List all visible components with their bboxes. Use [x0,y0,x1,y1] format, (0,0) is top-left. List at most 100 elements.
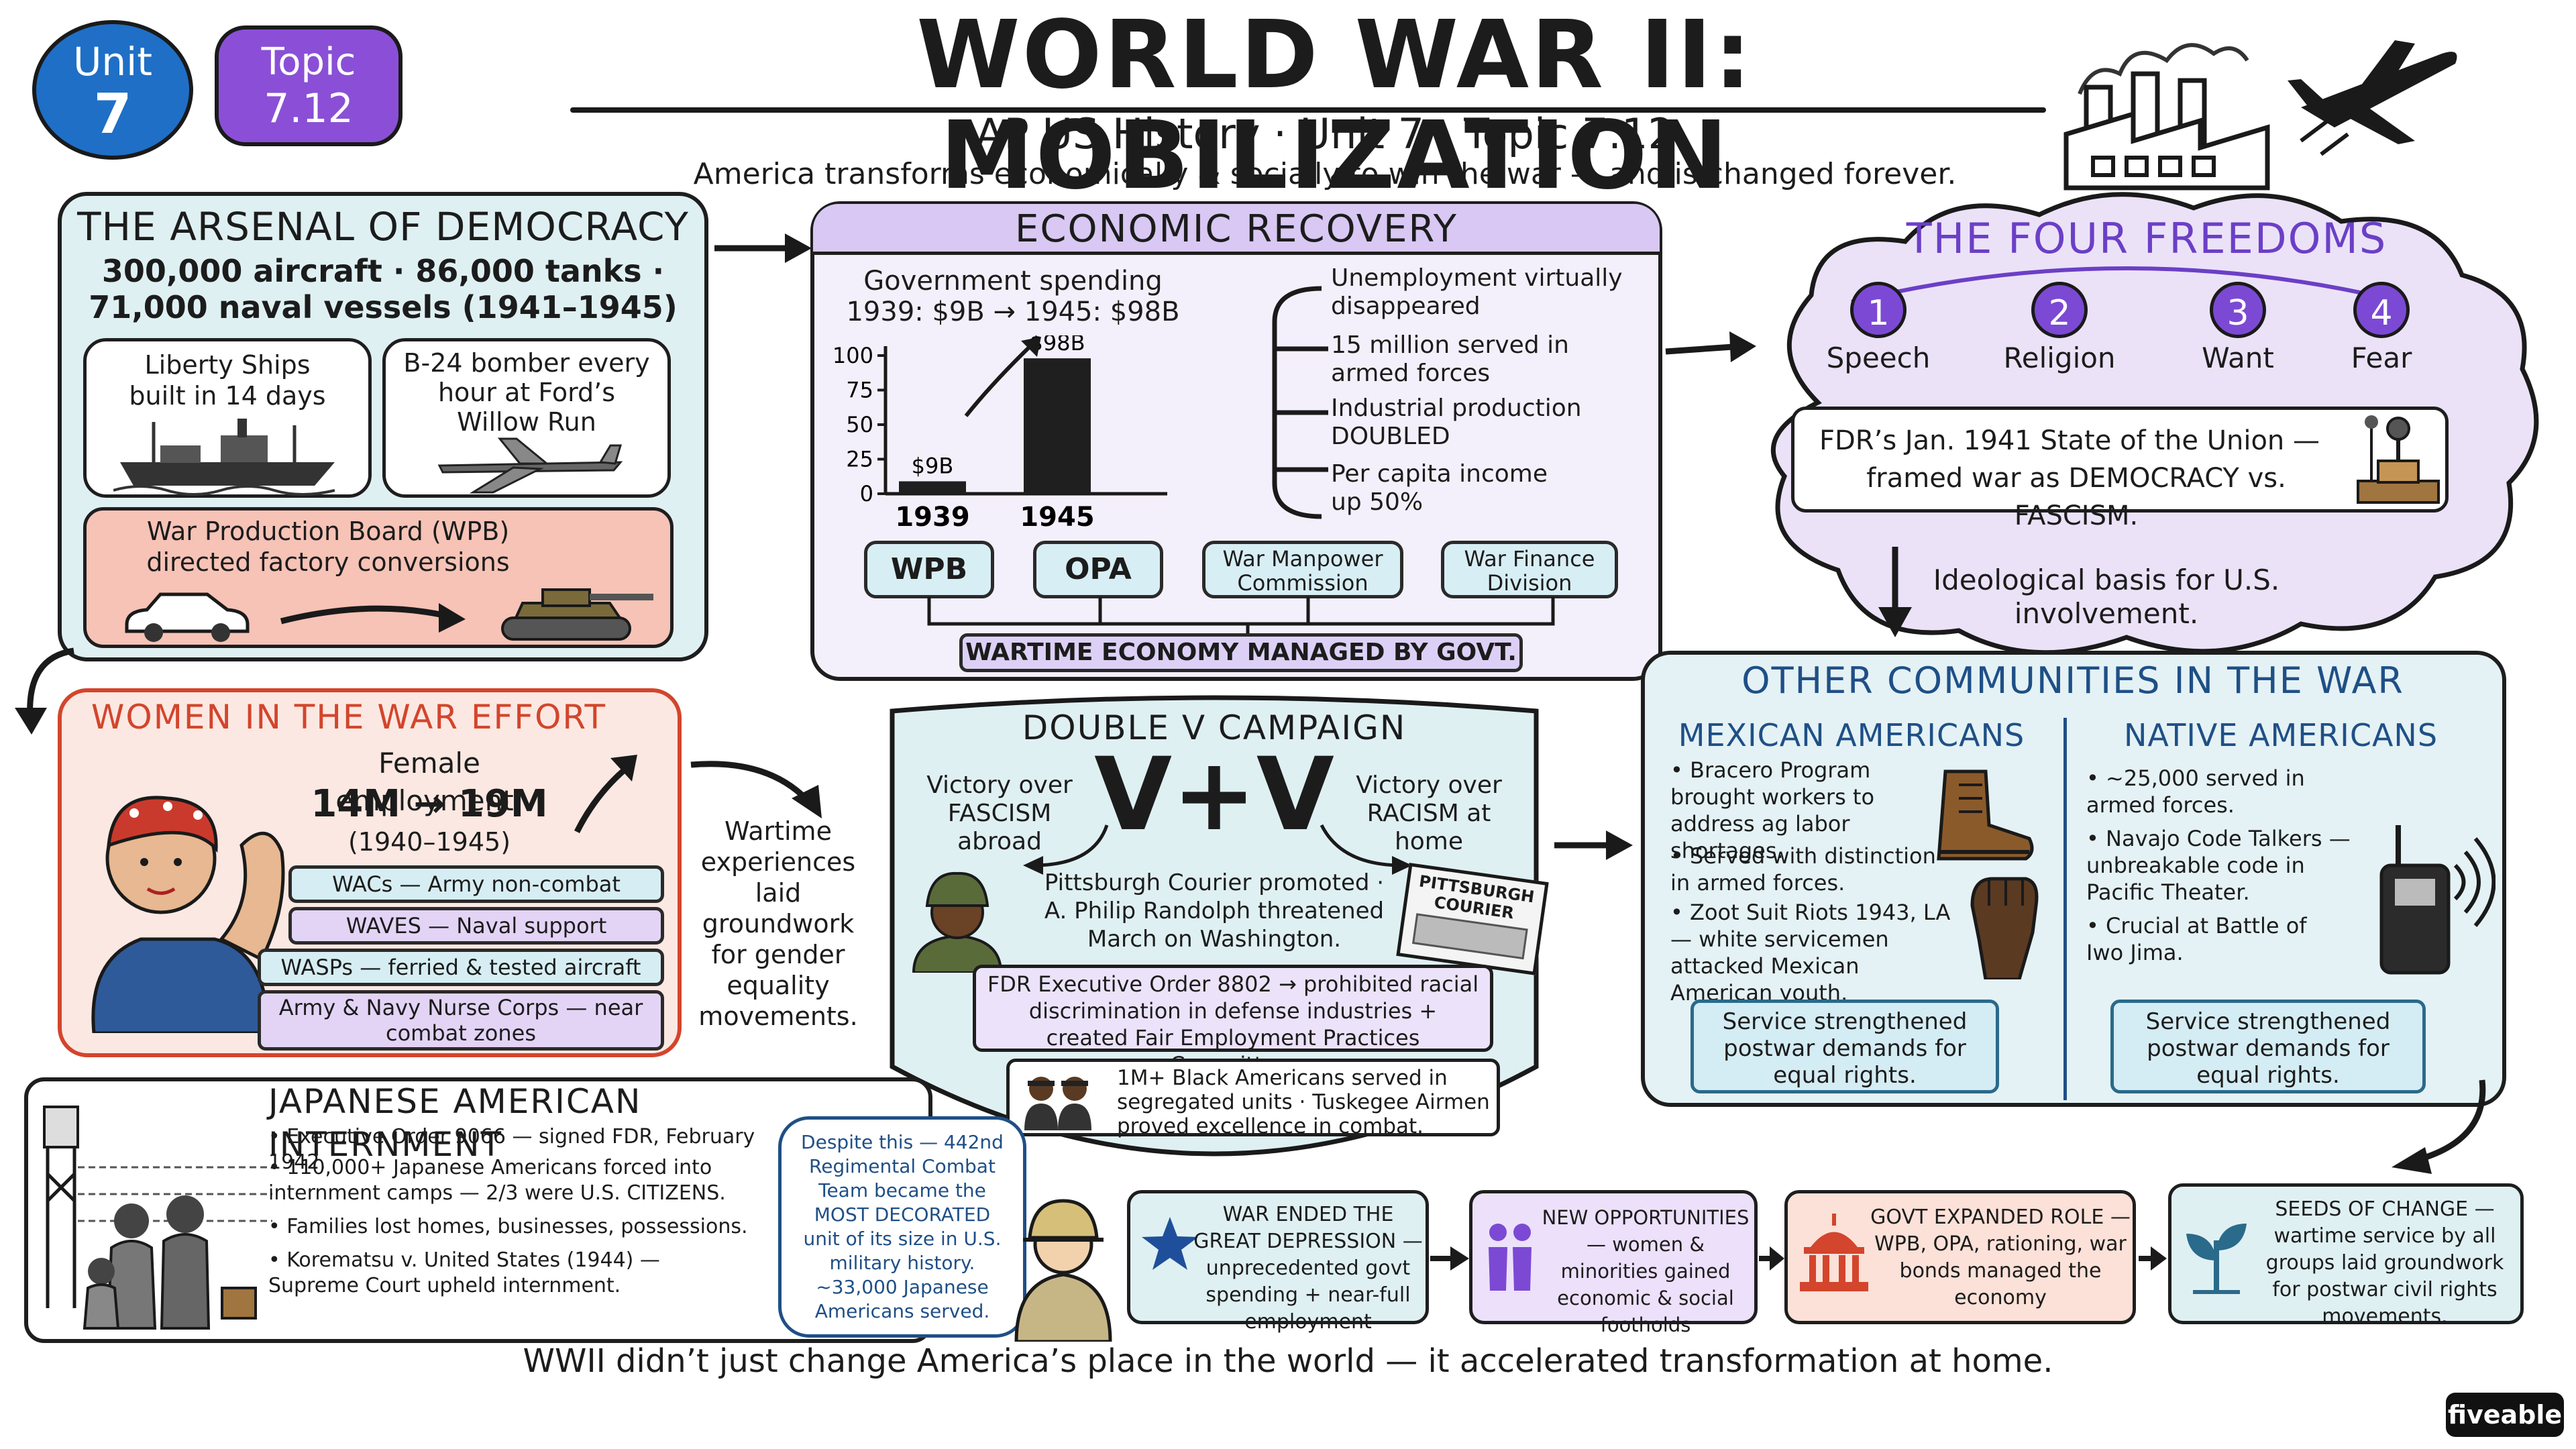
female-employment-label: Female employment: [335,747,523,817]
arsenal-title: THE ARSENAL OF DEMOCRACY [77,204,689,250]
native-bullet-2: • Navajo Code Talkers — unbreakable code… [2086,825,2368,910]
women-unit-wasps: WASPs — ferried & tested aircraft [258,949,664,986]
communities-divider [2063,718,2067,1100]
page-title: WORLD WAR II: MOBILIZATION [916,1,1754,211]
bullet-dot: • [2086,913,2106,938]
freedom-1-label: Speech [1826,341,1931,374]
internment-bullet-2: • 110,000+ Japanese Americans forced int… [268,1155,778,1209]
bullet-dot: • [268,1215,287,1238]
y-tick-label: 0 [860,481,873,506]
airplane-icon [2288,40,2457,156]
topic-badge: Topic 7.12 [215,25,402,146]
arrow-women-to-doublev [690,761,822,818]
economy-footer-text: WARTIME ECONOMY MANAGED BY GOVT. [965,639,1517,666]
economic-title-bar: ECONOMIC RECOVERY [813,204,1660,255]
regiment-442-callout: Despite this — 442nd Regimental Combat T… [778,1116,1026,1338]
courier-line1: Pittsburgh Courier promoted · [1044,869,1385,896]
women-title: WOMEN IN THE WAR EFFORT [91,698,607,737]
fiveable-logo: fiveable [2446,1393,2564,1437]
outcome-arrow-3 [2139,1246,2167,1271]
spending-label: Government spending [863,266,1163,297]
black-service-box: 1M+ Black Americans served in segregated… [1006,1059,1500,1138]
arsenal-stats-line2: 71,000 naval vessels (1941–1945) [89,289,678,325]
y-tick-label: 50 [846,412,873,437]
factory-icon [2063,43,2270,191]
x-tick-label-1945: 1945 [1020,502,1094,533]
agency-connector [927,597,1555,644]
freedom-2: 2 Religion [1986,282,2133,389]
freedom-4-label: Fear [2351,341,2412,374]
mexican-title: MEXICAN AMERICANS [1678,717,2025,753]
airmen-icon [1024,1077,1091,1130]
internment-bullet-1-text: Executive Order 9066 — signed FDR, Febru… [268,1125,755,1174]
star-icon [1142,1217,1198,1270]
people-icon [1489,1224,1532,1291]
outcome-depression: WAR ENDED THE GREAT DEPRESSION — unprece… [1127,1190,1429,1334]
freedoms-title: THE FOUR FREEDOMS [1906,214,2387,263]
agency-war-finance: War Finance Division [1441,541,1618,598]
arrow-arsenal-to-women [15,647,74,735]
growth-arrow-icon [574,755,637,834]
spending-detail: 1939: $9B → 1945: $98B [846,297,1180,327]
agency-wpb-label: WPB [890,552,968,586]
outcome-opportunities-text: NEW OPPORTUNITIES — women & minorities g… [1542,1206,1750,1336]
unit-badge-number: 7 [93,83,132,146]
wpb-text: War Production Board (WPB) directed fact… [146,517,510,577]
fact-income: Per capita income up 50% [1331,460,1548,516]
freedom-1: 1 Speech [1811,282,1945,389]
growth-curve [964,341,1035,417]
doublev-left-text: Victory over FASCISM abroad [926,771,1073,855]
women-unit-waves: WAVES — Naval support [288,907,664,945]
arrow-communities-to-seeds [2392,1079,2486,1174]
rosie-icon [91,796,285,1033]
native-bullet-1-text: ~25,000 served in armed forces. [2086,765,2305,818]
bullet-dot: • [1670,757,1690,783]
freedom-2-number: 2 [2031,282,2088,338]
freedom-3: 3 Want [2171,282,2305,389]
facts-bracket [1272,286,1328,519]
boot-icon [1937,769,2034,861]
freedoms-arc [1851,266,2402,304]
y-tick-label: 75 [846,378,873,403]
courier-line2: A. Philip Randolph threatened [1044,898,1385,924]
women-unit-wacs: WACs — Army non-combat [288,865,664,903]
outcome-seeds-text: SEEDS OF CHANGE — wartime service by all… [2265,1197,2504,1328]
internment-bullet-3-text: Families lost homes, businesses, possess… [286,1215,748,1238]
outcome-opportunities: NEW OPPORTUNITIES — women & minorities g… [1469,1190,1758,1336]
bar-label-1939: $9B [912,453,954,478]
bullet-dot: • [2086,826,2106,851]
wpb-box: War Production Board (WPB) directed fact… [83,507,674,648]
women-unit-nurses-label: Army & Navy Nurse Corps — near combat zo… [278,995,643,1046]
freedom-3-label: Want [2202,341,2274,374]
women-unit-wasps-label: WASPs — ferried & tested aircraft [280,955,641,980]
bullet-dot: • [1670,843,1690,869]
economy-footer-box: WARTIME ECONOMY MANAGED BY GOVT. [959,633,1523,672]
doublev-title: DOUBLE V CAMPAIGN [1022,708,1407,747]
topic-badge-number: 7.12 [264,85,354,132]
fdr-line1: FDR’s Jan. 1941 State of the Union — [1819,425,2320,456]
car-icon [125,592,250,642]
bullet-dot: • [1670,900,1690,925]
internment-bullet-1: • Executive Order 9066 — signed FDR, Feb… [268,1124,778,1174]
liberty-ship-card: Liberty Ships built in 14 days [83,338,372,498]
women-unit-wacs-label: WACs — Army non-combat [332,871,621,897]
economic-title: ECONOMIC RECOVERY [1015,207,1458,251]
bullet-dot: • [268,1125,287,1148]
mexican-bullet-2: • Served with distinction in armed force… [1670,843,1952,899]
y-tick-label: 25 [846,447,873,472]
x-tick-label-1939: 1939 [895,502,969,533]
outcome-depression-text: WAR ENDED THE GREAT DEPRESSION — unprece… [1193,1203,1423,1334]
freedom-3-number: 3 [2210,282,2266,338]
mexican-bullet-1-text: Bracero Program brought workers to addre… [1670,757,1875,863]
mexican-bullet-2-text: Served with distinction in armed forces. [1670,843,1936,896]
fact-unemployment: Unemployment virtually disappeared [1331,264,1623,320]
growth-arrowhead [1021,337,1041,357]
women-unit-nurses: Army & Navy Nurse Corps — near combat zo… [258,990,664,1051]
doublev-right-text: Victory over RACISM at home [1356,771,1502,855]
radio-icon [2379,825,2496,975]
arsenal-stats-line1: 300,000 aircraft · 86,000 tanks · [101,253,665,289]
native-note: Service strengthened postwar demands for… [2110,1000,2426,1093]
unit-badge-label: Unit [72,39,153,85]
arrow-arsenal-to-economy [714,233,812,263]
